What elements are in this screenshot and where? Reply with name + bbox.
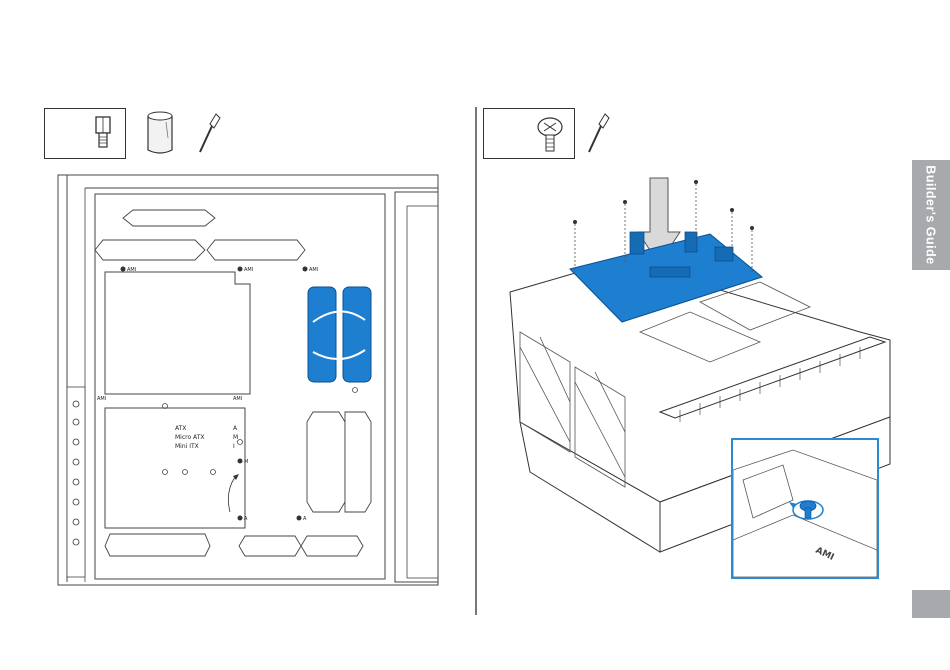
form-factor-name: ATX: [175, 425, 186, 432]
standoff-label: AMI: [244, 267, 253, 273]
standoff-icon: [45, 109, 127, 160]
case-panel-drawing: AMI AMI AMI AMI AMI ATX A Micro ATX M Mi…: [55, 172, 440, 587]
zoom-inset: AMI: [731, 438, 879, 579]
standoff-label: AMI: [309, 267, 318, 273]
standoff-box: [44, 108, 126, 159]
screwdriver-icon: [196, 112, 224, 156]
screw-box: [483, 108, 575, 159]
screw-icon: [484, 109, 576, 160]
side-tab-label: Builder's Guide: [924, 165, 938, 264]
panel-divider: [475, 107, 477, 615]
marker-code: A: [303, 516, 307, 522]
page-tab: [912, 590, 950, 618]
screwdriver-icon: [585, 112, 613, 156]
marker-code: M: [244, 459, 248, 465]
standoff-label: AMI: [97, 396, 106, 402]
standoff-label: AMI: [233, 396, 242, 402]
standoff-label: AMI: [127, 267, 136, 273]
zoom-inset-drawing: AMI: [733, 440, 877, 577]
marker-code: A: [244, 516, 248, 522]
form-factor-code: I: [233, 443, 235, 450]
form-factor-code: M: [233, 434, 238, 441]
form-factor-name: Micro ATX: [175, 434, 204, 441]
standoff-tool-icon: [140, 108, 182, 160]
builders-guide-tab: Builder's Guide: [912, 160, 950, 270]
form-factor-name: Mini ITX: [175, 443, 199, 450]
